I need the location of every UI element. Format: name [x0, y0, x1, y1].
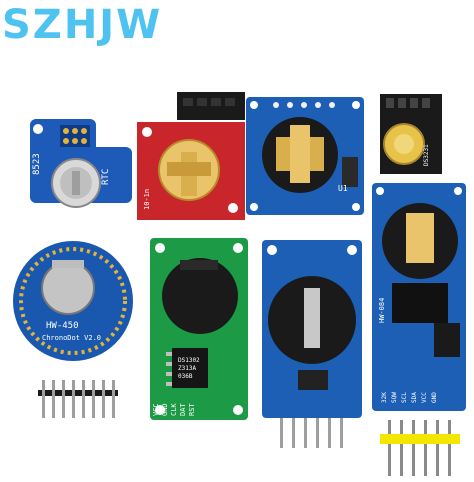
brand-logo: SZHJW	[2, 2, 163, 48]
label-hw-084: HW-084	[378, 298, 386, 323]
pin-header-yellow	[380, 420, 460, 476]
pin-32k: 32K	[381, 392, 388, 403]
red-rtc-board: 10-1n	[137, 92, 245, 220]
label-10-1n: 10-1n	[143, 189, 151, 210]
hw-450-chronodot-board: HW-450 ChronoDot V2.0	[12, 240, 134, 362]
ds3231-mini-board: DS3231	[380, 94, 442, 174]
label-pcf: PCF	[22, 155, 31, 171]
pin-vcc: VCC	[152, 403, 160, 416]
pin-dat: DAT	[179, 403, 187, 416]
pin-gnd-2: GND	[431, 392, 438, 403]
pin-rst: RST	[188, 403, 196, 416]
label-hw-450: HW-450	[46, 321, 79, 331]
label-ds1302: DS1302	[178, 357, 200, 364]
pin-header-black	[38, 380, 118, 420]
label-chronodot: ChronoDot V2.0	[42, 334, 101, 342]
pin-sqw: SQW	[391, 392, 398, 403]
pin-sda: SDA	[411, 392, 418, 403]
pin-scl: SCL	[401, 392, 408, 403]
pcf8523-rtc-board: PCF 8523 RTC	[22, 115, 134, 219]
pin-clk: CLK	[170, 403, 178, 416]
label-ds3231: DS3231	[423, 144, 430, 166]
label-z313a: Z313A	[178, 365, 196, 372]
pin-vcc-2: VCC	[421, 392, 428, 403]
label-036b: 036B	[178, 373, 193, 380]
label-8523: 8523	[32, 153, 42, 175]
pin-gnd: GND	[161, 403, 169, 416]
label-rtc: RTC	[101, 169, 111, 185]
hw-tall-rtc-board: HW-084 32K SQW SCL SDA VCC GND	[372, 183, 466, 419]
ds3231-rect-board	[262, 240, 362, 450]
ds1302-green-board: DS1302 Z313A 036B VCC GND CLK DAT RST	[150, 238, 248, 420]
label-u1: U1	[338, 184, 348, 193]
blue-square-rtc-board: U1	[246, 97, 364, 215]
